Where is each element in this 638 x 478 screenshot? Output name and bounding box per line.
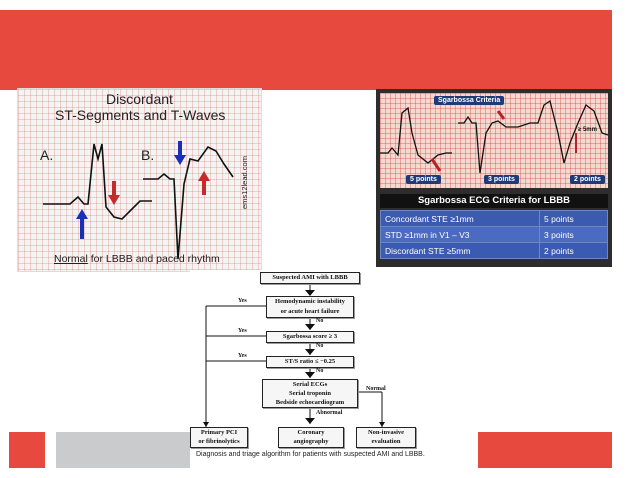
outcome-pci: Primary PCI or fibrinolytics bbox=[190, 427, 248, 448]
flowchart-connectors bbox=[203, 283, 385, 427]
flow-step-st-ratio: ST/S ratio ≤ −0.25 bbox=[266, 356, 354, 368]
out3-line2: evaluation bbox=[371, 438, 401, 445]
abnormal-label: Abnormal bbox=[316, 410, 343, 416]
footer-rest: for LBBB and paced rhythm bbox=[87, 253, 220, 265]
criterion-cell: Discordant STE ≥5mm bbox=[380, 242, 540, 259]
waveform-b bbox=[143, 145, 234, 260]
flow-step-sgarbossa: Sgarbossa score ≥ 3 bbox=[266, 331, 354, 343]
footer-accent-left bbox=[9, 432, 45, 468]
triage-flowchart: Suspected AMI with LBBB Hemodynamic inst… bbox=[190, 270, 470, 478]
label-b: B. bbox=[141, 147, 155, 163]
figure-title-line1: Discordant bbox=[106, 91, 173, 107]
step1-line2: or acute heart failure bbox=[280, 308, 340, 315]
badge-5-points: 5 points bbox=[406, 175, 441, 184]
sgarbossa-figure: Sgarbossa Criteria 5 points 3 points 2 p… bbox=[376, 89, 612, 267]
footer-normal: Normal bbox=[54, 253, 88, 265]
sgarbossa-ecg-strip: Sgarbossa Criteria 5 points 3 points 2 p… bbox=[380, 93, 608, 188]
arrow-down-red-icon bbox=[108, 181, 120, 205]
outcome-noninvasive: Non-invasive evaluation bbox=[356, 427, 416, 448]
waveform-a bbox=[43, 143, 152, 220]
mm-label: ≥ 5mm bbox=[578, 127, 597, 133]
marker-arrow-2-icon bbox=[496, 110, 506, 120]
footer-accent-right bbox=[478, 432, 612, 468]
normal-label: Normal bbox=[366, 386, 386, 392]
sgarbossa-waveforms bbox=[380, 99, 608, 174]
flow-start: Suspected AMI with LBBB bbox=[260, 272, 360, 284]
arrow-down-blue-icon bbox=[174, 141, 186, 165]
strip-grid bbox=[380, 93, 608, 188]
sgarbossa-table-title: Sgarbossa ECG Criteria for LBBB bbox=[380, 194, 608, 208]
points-cell: 3 points bbox=[539, 226, 608, 243]
discordant-ecg-figure: Discordant ST-Segments and T-Waves A. B.… bbox=[17, 88, 262, 272]
outcome-angiography: Coronary angiography bbox=[278, 427, 344, 448]
criterion-cell: STD ≥1mm in V1 – V3 bbox=[380, 226, 540, 243]
out2-line1: Coronary bbox=[297, 429, 325, 436]
step1-line1: Hemodynamic instability bbox=[275, 298, 345, 305]
arrow-up-blue-icon bbox=[76, 209, 88, 239]
badge-2-points: 2 points bbox=[570, 175, 605, 184]
out3-line1: Non-invasive bbox=[367, 429, 405, 436]
yes-label-2: Yes bbox=[238, 328, 247, 334]
ecg-grid bbox=[18, 89, 261, 271]
marker-arrow-1-icon bbox=[430, 158, 442, 172]
flow-step-hemodynamic: Hemodynamic instability or acute heart fa… bbox=[266, 296, 354, 318]
figure-footer: Normal for LBBB and paced rhythm bbox=[54, 253, 220, 265]
figure-title-line2: ST-Segments and T-Waves bbox=[55, 107, 226, 123]
strip-label: Sgarbossa Criteria bbox=[434, 96, 505, 105]
arrow-up-red-icon bbox=[198, 171, 210, 195]
criterion-cell: Concordant STE ≥1mm bbox=[380, 210, 540, 227]
step4-line1: Serial ECGs bbox=[292, 381, 328, 388]
out2-line2: angiography bbox=[293, 438, 329, 445]
label-a: A. bbox=[40, 147, 54, 163]
out1-line2: or fibrinolytics bbox=[198, 438, 240, 445]
badge-3-points: 3 points bbox=[484, 175, 519, 184]
no-label-3: No bbox=[316, 368, 324, 374]
flowchart-caption: Diagnosis and triage algorithm for patie… bbox=[196, 451, 425, 458]
no-label-2: No bbox=[316, 343, 324, 349]
ecg-waveforms bbox=[43, 141, 234, 260]
step4-line2: Serial troponin bbox=[289, 390, 331, 397]
out1-line1: Primary PCI bbox=[200, 429, 238, 436]
yes-label-1: Yes bbox=[238, 298, 247, 304]
no-label-1: No bbox=[316, 318, 324, 324]
watermark-text: ems12lead.com bbox=[240, 156, 249, 209]
points-cell: 5 points bbox=[539, 210, 608, 227]
points-cell: 2 points bbox=[539, 242, 608, 259]
header-banner bbox=[0, 10, 612, 90]
yes-label-3: Yes bbox=[238, 353, 247, 359]
step4-line3: Bedside echocardiogram bbox=[275, 399, 345, 406]
